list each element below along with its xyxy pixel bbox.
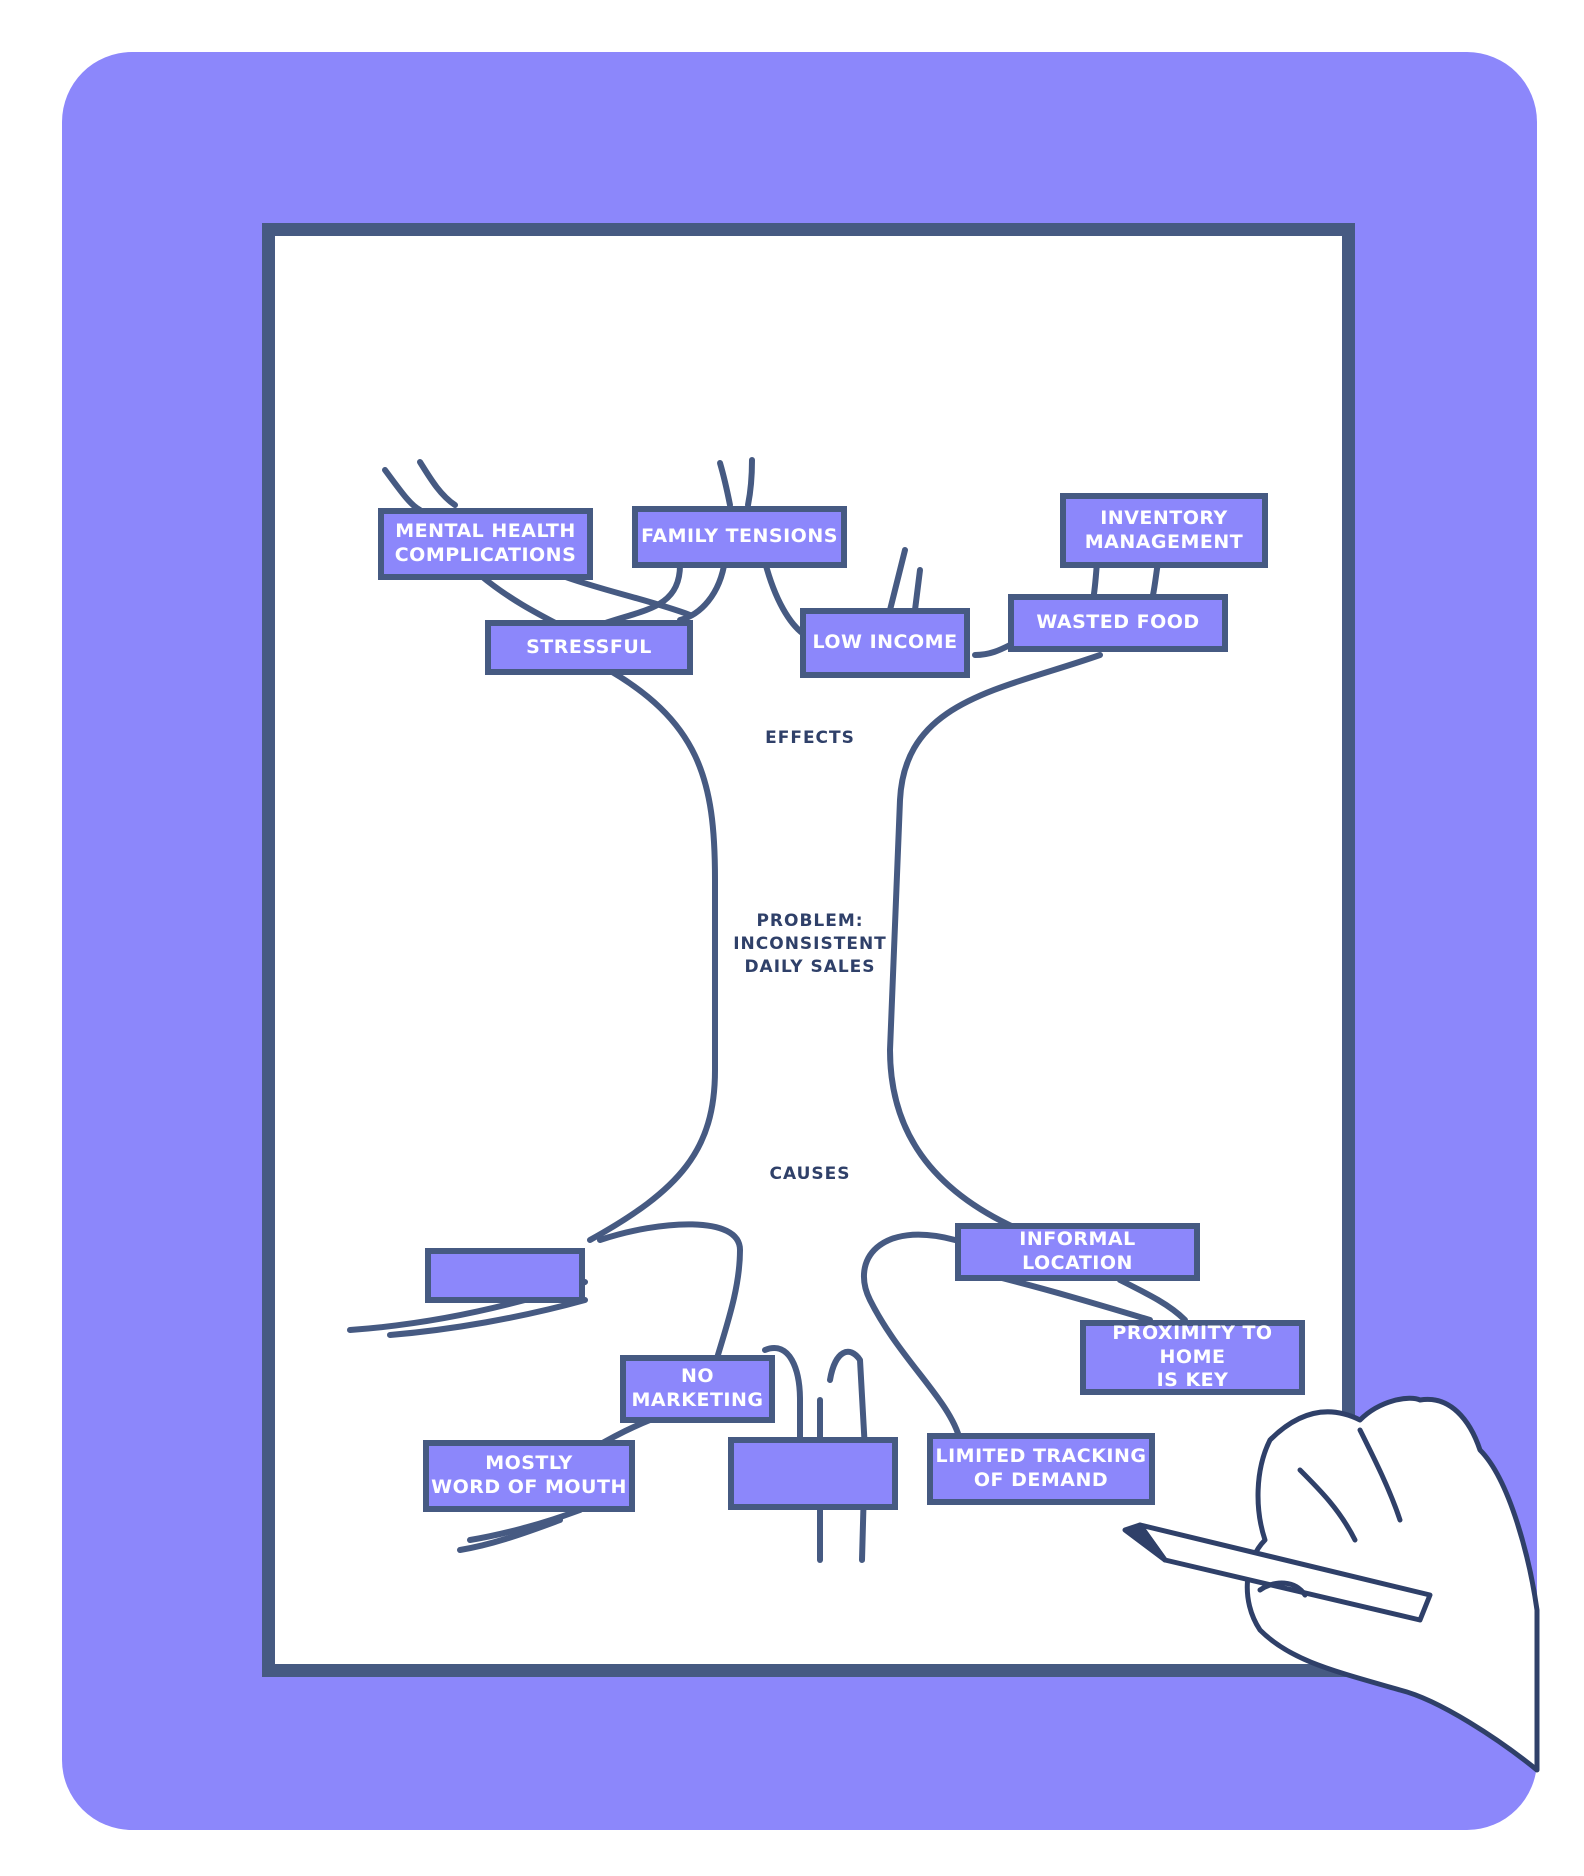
effect-family-tensions: FAMILY TENSIONS [632,506,847,568]
branch-stressful-up [597,562,683,628]
root-blank-center-a [762,1345,803,1503]
effect-mental-health: MENTAL HEALTH COMPLICATIONS [378,508,593,580]
branch-low-income-left [762,559,808,638]
effect-inventory-management: INVENTORY MANAGEMENT [1060,493,1268,568]
problem-statement: PROBLEM: INCONSISTENT DAILY SALES [733,911,887,977]
paper-sheet [262,223,1355,1677]
cause-blank-left [425,1248,585,1303]
root-right-loop [860,1231,963,1443]
cause-no-marketing: NO MARKETING [620,1355,775,1423]
branch-family-top-b [745,457,755,508]
root-wom-bottom-a [467,1507,583,1543]
branch-family-to-stressful [677,557,728,623]
effect-wasted-food: WASTED FOOD [1008,594,1228,652]
root-wom-bottom-b [457,1517,563,1553]
branch-mental-top-a [382,467,423,513]
branch-low-income-top-a [887,547,908,613]
branch-mental-top-b [417,459,458,508]
cause-proximity-to-home: PROXIMITY TO HOME IS KEY [1080,1320,1305,1395]
root-blank-center-c [827,1348,868,1563]
causes-label: CAUSES [769,1164,851,1184]
root-no-marketing-loop [597,1221,743,1368]
cause-limited-tracking: LIMITED TRACKING OF DEMAND [927,1433,1155,1505]
trunk-right-outline [887,652,1103,1233]
hand-holding-pencil-icon [1122,1395,1540,1773]
branch-family-top-a [717,460,733,508]
cause-word-of-mouth: MOSTLY WORD OF MOUTH [423,1440,635,1512]
cause-blank-center [728,1437,898,1510]
effects-label: EFFECTS [765,728,855,748]
branch-wasted-to-low [972,642,1013,658]
cause-informal-location: INFORMAL LOCATION [955,1223,1200,1281]
effect-low-income: LOW INCOME [800,608,970,678]
root-informal-to-prox-b [1117,1277,1188,1323]
branch-low-income-top-b [912,567,923,613]
trunk-left-outline [587,662,718,1243]
root-blank-left-b [387,1297,588,1338]
effect-stressful: STRESSFUL [485,620,693,675]
